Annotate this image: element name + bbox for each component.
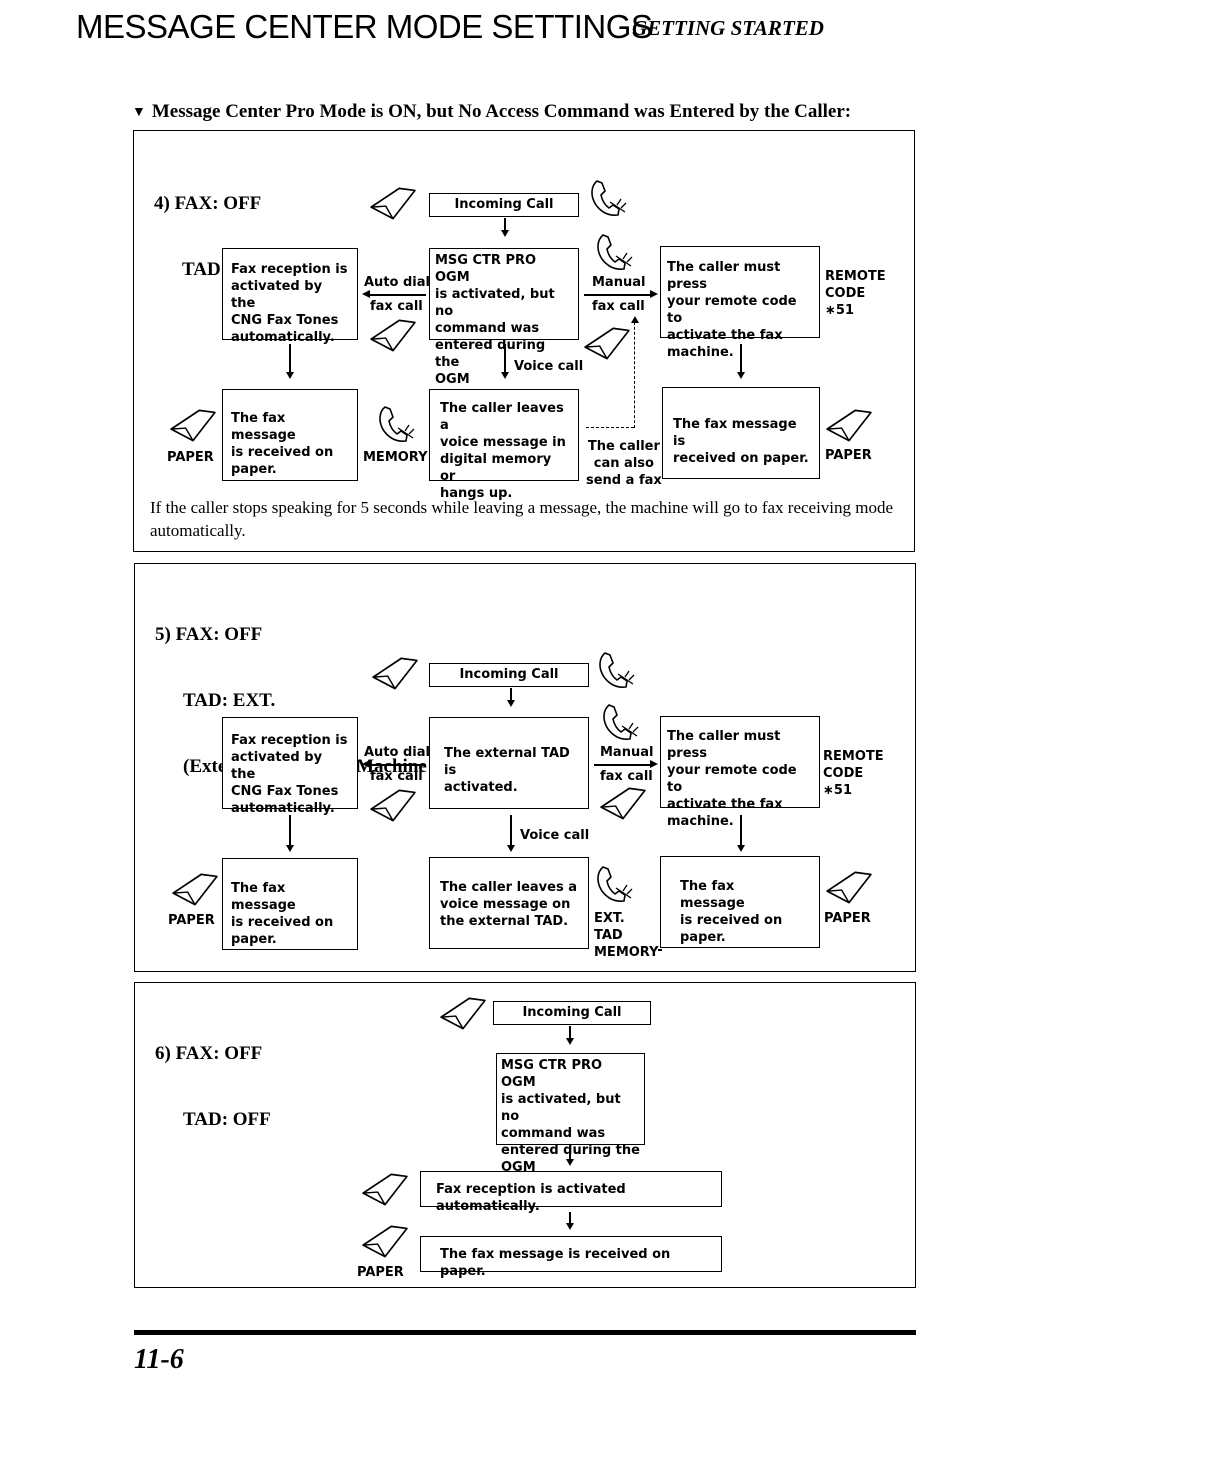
manual-label: Manual (600, 745, 654, 760)
paper-icon (438, 996, 488, 1032)
section-subtitle: GETTING STARTED (632, 16, 824, 40)
phone-icon (376, 404, 416, 444)
condition-heading: ▼Message Center Pro Mode is ON, but No A… (132, 101, 852, 122)
paper-label: PAPER (167, 450, 214, 465)
auto-dial-label: Auto dial (364, 745, 430, 760)
phone-icon (596, 650, 636, 690)
panel-mode-6: 6) FAX: OFF TAD: OFF (134, 982, 916, 1288)
fax-call-label: fax call (370, 299, 423, 314)
voice-call-label: Voice call (514, 359, 584, 374)
triangle-bullet-icon: ▼ (132, 105, 146, 120)
paper-label: PAPER (357, 1265, 404, 1280)
voice-call-label: Voice call (520, 828, 590, 843)
page-title: MESSAGE CENTER MODE SETTINGS (76, 8, 653, 45)
phone-icon (594, 232, 634, 272)
fax-call-label: fax call (370, 769, 423, 784)
footer-rule (134, 1330, 916, 1335)
paper-icon (368, 788, 418, 824)
paper-icon (598, 786, 648, 822)
manual-label: Manual (592, 275, 646, 290)
panel-6-title: 6) FAX: OFF TAD: OFF (155, 1043, 271, 1130)
paper-icon (824, 870, 874, 906)
paper-label: PAPER (824, 911, 871, 926)
paper-icon (360, 1172, 410, 1208)
paper-icon (824, 408, 874, 444)
paper-icon (368, 318, 418, 354)
incoming-call-box: Incoming Call (493, 1001, 651, 1025)
paper-icon (582, 326, 632, 362)
auto-dial-label: Auto dial (364, 275, 430, 290)
paper-icon (370, 656, 420, 692)
fax-message-paper-box: The fax message is received on paper. (420, 1236, 722, 1279)
paper-icon (170, 872, 220, 908)
phone-icon (600, 702, 640, 742)
manual-fax-call-label: fax call (600, 769, 653, 784)
paper-label: PAPER (168, 913, 215, 928)
panel-4-note: If the caller stops speaking for 5 secon… (150, 498, 894, 540)
page-number: 11-6 (134, 1344, 184, 1375)
phone-icon (594, 864, 634, 904)
paper-icon (360, 1224, 410, 1260)
phone-icon (588, 178, 628, 218)
paper-icon (168, 408, 218, 444)
paper-icon (368, 186, 418, 222)
fax-reception-auto-box: Fax reception is activated automatically… (420, 1171, 722, 1214)
paper-label: PAPER (825, 448, 872, 463)
incoming-call-box: Incoming Call (429, 193, 579, 217)
incoming-call-box: Incoming Call (429, 663, 589, 687)
manual-fax-call-label: fax call (592, 299, 645, 314)
memory-label: MEMORY (363, 450, 428, 465)
